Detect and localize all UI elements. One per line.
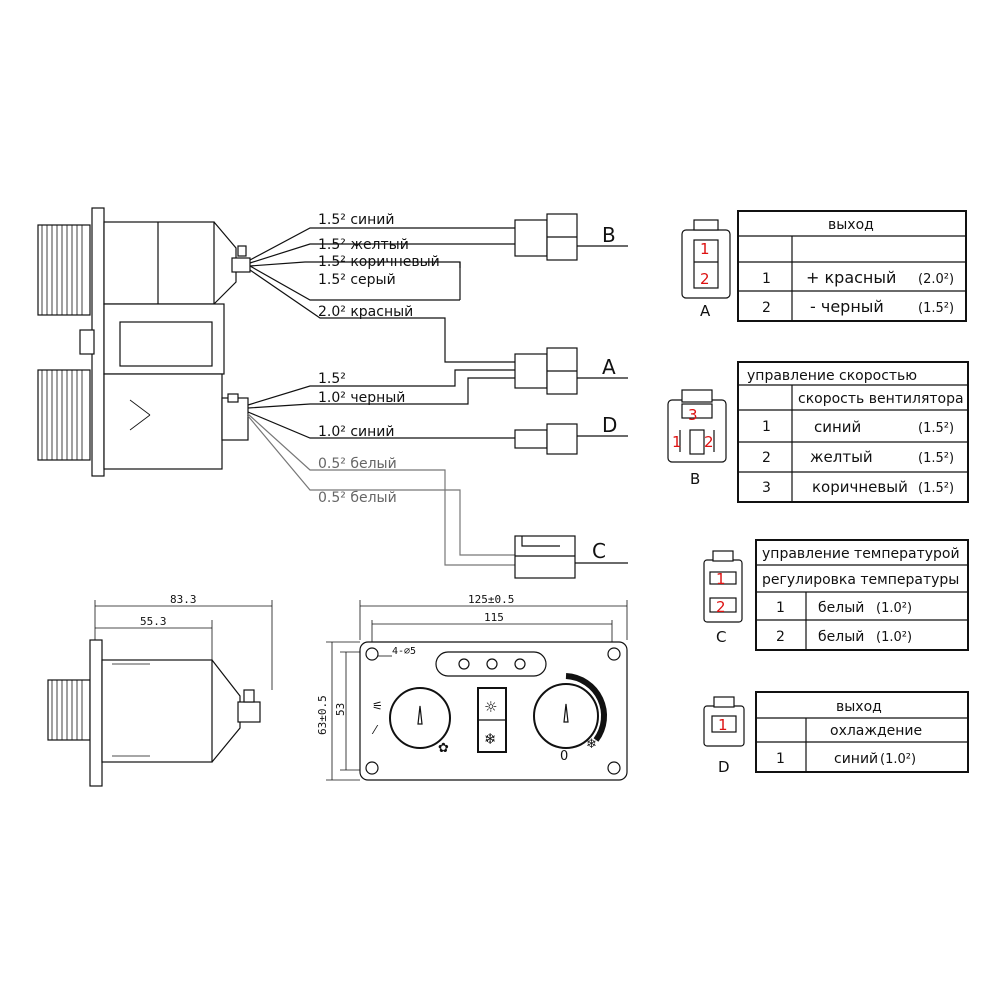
table-A-row1-spec: (2.0²) (918, 272, 954, 287)
snowflake-icon: ❄ (484, 730, 497, 748)
table-B-row1-name: синий (814, 418, 861, 436)
pin-label-A2: 2 (700, 270, 710, 288)
connector-label-B: B (602, 223, 616, 247)
pin-label-C1: 1 (716, 570, 726, 588)
table-B-row2-name: желтый (810, 448, 873, 466)
pin-label-B1: 1 (672, 433, 682, 451)
table-B-row3-spec: (1.5²) (918, 481, 954, 496)
pin-label-B2: 2 (704, 433, 714, 451)
table-D-row1-pin: 1 (776, 751, 785, 767)
dimension-55: 55.3 (140, 615, 167, 628)
connector-label-C: C (592, 539, 606, 563)
table-A-row2-spec: (1.5²) (918, 301, 954, 316)
wire-labels: 1.5² синий 1.5² желтый 1.5² коричневый 1… (318, 212, 440, 506)
front-panel-drawing: 125±0.5 115 63±0.5 53 4-⌀5 ⚟ ⁄ ✿ (316, 593, 628, 781)
cold-icon: ❄ (586, 737, 597, 752)
pin-label-D1: 1 (718, 716, 728, 734)
table-B-row1-pin: 1 (762, 419, 771, 435)
wire-harness (247, 227, 515, 566)
table-C-subheader: регулировка температуры (762, 572, 959, 588)
table-A-row2-pin: 2 (762, 300, 771, 316)
table-A-row2-name: - черный (810, 297, 884, 316)
dimension-115: 115 (484, 611, 504, 624)
table-B-subheader: скорость вентилятора (798, 391, 964, 407)
pin-label-C2: 2 (716, 598, 726, 616)
dimension-53: 53 (334, 703, 347, 716)
table-C-row2-name: белый (818, 629, 864, 645)
pinout-D: 1 D (703, 696, 745, 776)
pin-label-A1: 1 (700, 240, 710, 258)
table-D: выход охлаждение 1 синий (1.0²) (755, 691, 969, 773)
wire-label-9: 0.5² белый (318, 456, 397, 472)
wire-label-8: 1.0² синий (318, 424, 394, 440)
table-D-row1-name: синий (834, 751, 878, 767)
wire-label-2: 1.5² желтый (318, 237, 409, 253)
table-B-row3-pin: 3 (762, 480, 771, 496)
table-C-row1-spec: (1.0²) (876, 601, 912, 616)
pinout-caption-C: C (716, 628, 726, 646)
wire-label-1: 1.5² синий (318, 212, 394, 228)
table-D-subheader: охлаждение (830, 723, 922, 739)
connector-D: D (514, 413, 628, 455)
table-C-row1-name: белый (818, 600, 864, 616)
pinout-caption-B: B (690, 470, 700, 488)
wire-label-5: 2.0² красный (318, 304, 413, 320)
table-C-header: управление температурой (762, 546, 960, 562)
wire-label-3: 1.5² коричневый (318, 254, 440, 270)
sun-icon: ☼ (484, 698, 497, 716)
wire-label-6: 1.5² (318, 371, 346, 387)
lower-knob (37, 369, 91, 461)
dimension-83: 83.3 (170, 593, 197, 606)
table-B: управление скоростью скорость вентилятор… (737, 361, 969, 503)
table-A: выход 1 + красный (2.0²) 2 - черный (1.5… (737, 210, 967, 322)
wire-label-10: 0.5² белый (318, 490, 397, 506)
wire-label-4: 1.5² серый (318, 272, 396, 288)
pinout-caption-A: A (700, 302, 711, 320)
fan-speed-icon: ⚟ (372, 699, 383, 713)
connector-label-A: A (602, 355, 616, 379)
connector-A: A (514, 347, 628, 395)
fan-low-icon: ⁄ (371, 723, 379, 737)
connector-B: B (514, 213, 628, 261)
dimension-125: 125±0.5 (468, 593, 514, 606)
table-B-row3-name: коричневый (812, 478, 908, 496)
connector-label-D: D (602, 413, 617, 437)
table-D-header: выход (836, 699, 882, 715)
table-C-row2-pin: 2 (776, 629, 785, 645)
table-B-row2-pin: 2 (762, 450, 771, 466)
pinout-A: 1 2 A (681, 219, 731, 320)
connector-C: C (514, 535, 628, 579)
wire-label-7: 1.0² черный (318, 390, 405, 406)
table-A-row1-name: + красный (806, 268, 896, 287)
pin-label-B3: 3 (688, 406, 698, 424)
side-dimension-drawing: 83.3 55.3 (47, 593, 273, 787)
table-A-row1-pin: 1 (762, 271, 771, 287)
table-A-header: выход (828, 217, 874, 233)
table-C-row1-pin: 1 (776, 600, 785, 616)
table-B-header: управление скоростью (747, 368, 917, 384)
table-D-row1-spec: (1.0²) (880, 752, 916, 767)
dimension-63: 63±0.5 (316, 695, 329, 735)
upper-knob (37, 224, 91, 316)
holes-label: 4-⌀5 (392, 646, 416, 657)
table-C-row2-spec: (1.0²) (876, 630, 912, 645)
table-B-row2-spec: (1.5²) (918, 451, 954, 466)
fan-icon: ✿ (438, 741, 449, 756)
table-B-row1-spec: (1.5²) (918, 421, 954, 436)
controller-side-view (37, 207, 251, 477)
table-C: управление температурой регулировка темп… (755, 539, 969, 651)
pinout-B: 3 1 2 B (667, 389, 727, 488)
pinout-caption-D: D (718, 758, 730, 776)
knob-right-zero: 0 (560, 749, 568, 764)
pinout-C: 1 2 C (703, 550, 743, 646)
